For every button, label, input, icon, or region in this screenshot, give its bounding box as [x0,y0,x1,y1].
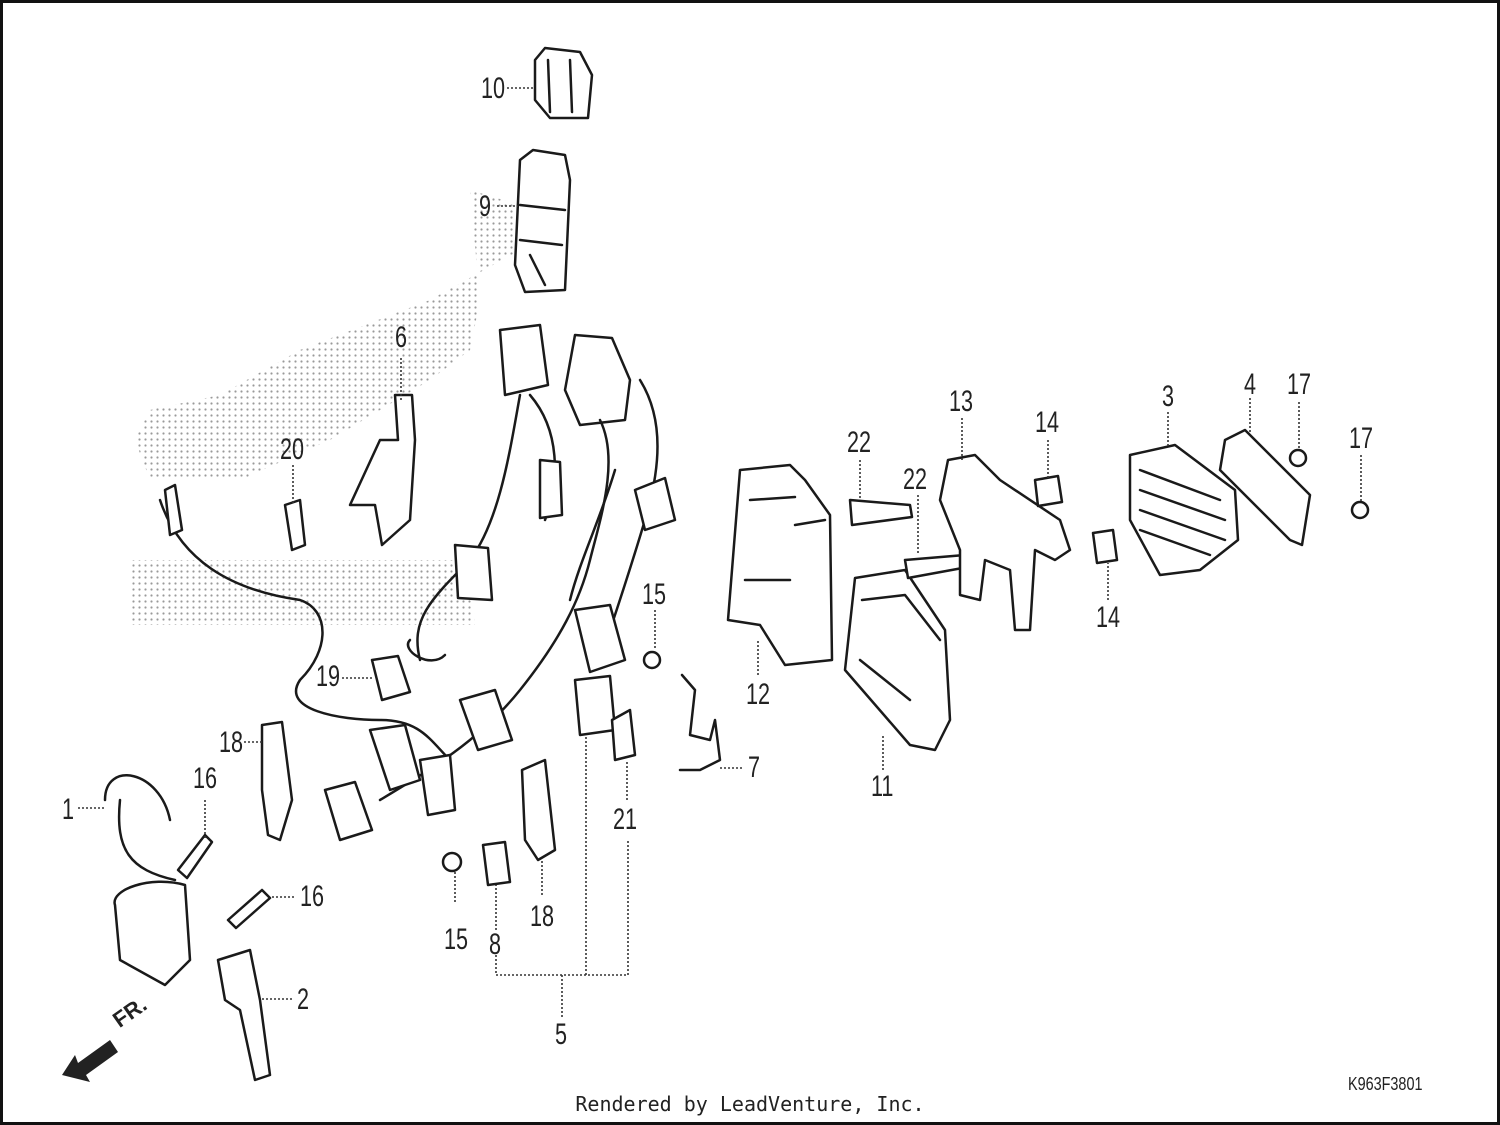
bolt-part-b [642,650,662,670]
callout-9: 9 [479,190,492,223]
callout-19: 19 [316,660,341,693]
callout-2: 2 [297,983,310,1016]
callout-21: 21 [613,803,638,836]
connector-cover-part [533,46,594,120]
nut-17b-part [1350,500,1370,520]
bolt-16b-part [226,888,272,930]
callout-18-right: 18 [530,900,555,933]
stay-bracket-part [938,453,1072,632]
callout-17-upper: 17 [1287,368,1312,401]
coupler-part [513,148,572,294]
callout-17-lower: 17 [1349,422,1374,455]
ground-cable-part [678,673,722,772]
callout-10: 10 [481,72,506,105]
bolt-22a-part [848,498,914,527]
callout-3: 3 [1162,380,1175,413]
collar-14b-part [1091,528,1119,565]
fuse-holder-left-part [260,720,294,842]
callout-1: 1 [62,793,75,826]
callout-14-lower: 14 [1096,601,1121,634]
leader-lines [78,87,1362,1018]
fuse-holder-right-part [520,758,557,862]
drawing-code: K963F3801 [1348,1074,1423,1094]
callout-22-lower: 22 [903,463,928,496]
callout-22-upper: 22 [847,426,872,459]
grommet-part [370,654,412,702]
callout-16-lower: 16 [300,880,325,913]
bolt-22b-part [903,553,970,580]
callout-7: 7 [748,751,761,784]
callout-8: 8 [489,928,502,961]
bolt-16a-part [176,833,214,880]
collar-14a-part [1033,474,1064,508]
bracket-part [348,393,417,547]
relay-box-part [726,463,834,667]
callout-6: 6 [395,321,408,354]
callout-14-upper: 14 [1035,406,1060,439]
bolt-part-a [441,851,463,873]
spark-plug-cap-part [216,948,272,1082]
regulator-rectifier-part [1128,443,1240,577]
clamp-part [610,708,637,762]
frame-silhouette [130,190,520,625]
render-credit: Rendered by LeadVenture, Inc. [575,1092,925,1116]
callout-13: 13 [949,385,974,418]
boot-part [481,840,512,887]
callout-5: 5 [555,1018,568,1051]
nut-17a-part [1288,448,1308,468]
callout-18-left: 18 [219,726,244,759]
callout-11: 11 [871,770,894,803]
ecu-part [843,568,952,752]
callout-15-left: 15 [444,923,469,956]
callout-20: 20 [280,433,305,466]
callout-12: 12 [746,678,771,711]
ignition-coil-part [103,774,192,987]
callout-4: 4 [1244,368,1257,401]
front-direction-arrow-icon [62,1040,118,1082]
clip-part [283,498,307,552]
gasket-part [1218,428,1312,547]
wire-harness-part [158,323,677,842]
callout-15-right: 15 [642,578,667,611]
callout-16-upper: 16 [193,762,218,795]
